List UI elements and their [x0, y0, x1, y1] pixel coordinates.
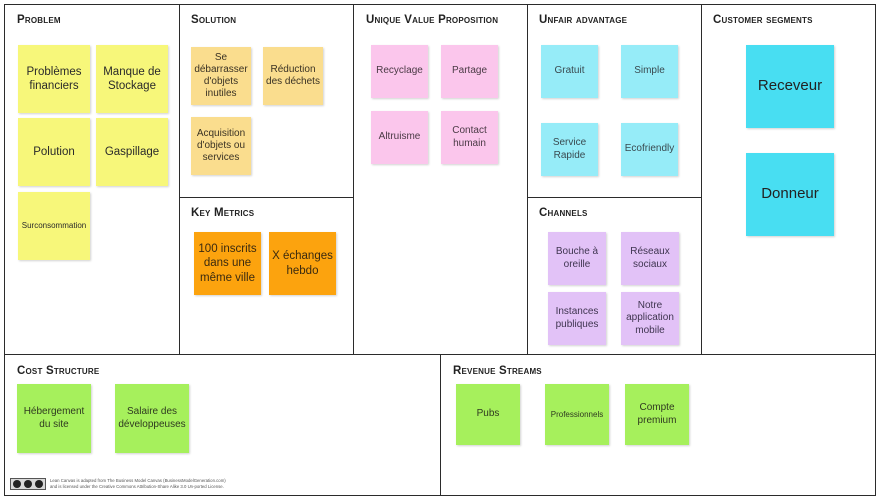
sticky-note[interactable]: Réduction des déchets [263, 47, 323, 105]
sticky-note[interactable]: Instances publiques [548, 292, 606, 345]
sticky-note[interactable]: Notre application mobile [621, 292, 679, 345]
sticky-note[interactable]: Contact humain [441, 111, 498, 164]
sticky-note[interactable]: Receveur [746, 45, 834, 128]
key-metrics-title: Key Metrics [191, 207, 255, 219]
grid-line-v2 [353, 4, 354, 354]
solution-title: Solution [191, 14, 237, 26]
sticky-note[interactable]: Acquisition d'objets ou services [191, 117, 251, 175]
sticky-note[interactable]: Problèmes financiers [18, 45, 90, 113]
problem-title: Problem [17, 14, 61, 26]
sticky-note[interactable]: Altruisme [371, 111, 428, 164]
unfair-advantage-title: Unfair advantage [539, 14, 628, 26]
sticky-note[interactable]: Compte premium [625, 384, 689, 445]
sticky-note[interactable]: Surconsommation [18, 192, 90, 260]
license-footer: Lean Canvas is adapted from The Business… [10, 478, 230, 490]
sticky-note[interactable]: Pubs [456, 384, 520, 445]
grid-line-left [4, 4, 5, 496]
sticky-note[interactable]: Salaire des développeuses [115, 384, 189, 453]
sticky-note[interactable]: Réseaux sociaux [621, 232, 679, 285]
sticky-note[interactable]: 100 inscrits dans une même ville [194, 232, 261, 295]
license-text: Lean Canvas is adapted from The Business… [50, 478, 226, 489]
grid-line-v4 [701, 4, 702, 354]
sticky-note[interactable]: Se débarrasser d'objets inutiles [191, 47, 251, 105]
grid-line-unfair-split [527, 197, 701, 198]
sticky-note[interactable]: Service Rapide [541, 123, 598, 176]
grid-line-solution-split [179, 197, 353, 198]
sticky-note[interactable]: Bouche à oreille [548, 232, 606, 285]
sticky-note[interactable]: Hébergement du site [17, 384, 91, 453]
sticky-note[interactable]: Polution [18, 118, 90, 186]
sticky-note[interactable]: Recyclage [371, 45, 428, 98]
revenue-streams-title: Revenue Streams [453, 365, 542, 377]
grid-line-top [4, 4, 876, 5]
sticky-note[interactable]: Gaspillage [96, 118, 168, 186]
sticky-note[interactable]: Manque de Stockage [96, 45, 168, 113]
channels-title: Channels [539, 207, 588, 219]
sticky-note[interactable]: Donneur [746, 153, 834, 236]
grid-line-right [875, 4, 876, 496]
grid-line-bottom-split [440, 354, 441, 496]
cost-structure-title: Cost Structure [17, 365, 100, 377]
sticky-note[interactable]: Gratuit [541, 45, 598, 98]
customer-segments-title: Customer segments [713, 14, 813, 26]
grid-line-v1 [179, 4, 180, 354]
sticky-note[interactable]: Ecofriendly [621, 123, 678, 176]
sticky-note[interactable]: Simple [621, 45, 678, 98]
uvp-title: Unique Value Proposition [366, 14, 499, 26]
sticky-note[interactable]: X échanges hebdo [269, 232, 336, 295]
grid-line-v3 [527, 4, 528, 354]
sticky-note[interactable]: Professionnels [545, 384, 609, 445]
creative-commons-icon [10, 478, 46, 490]
sticky-note[interactable]: Partage [441, 45, 498, 98]
